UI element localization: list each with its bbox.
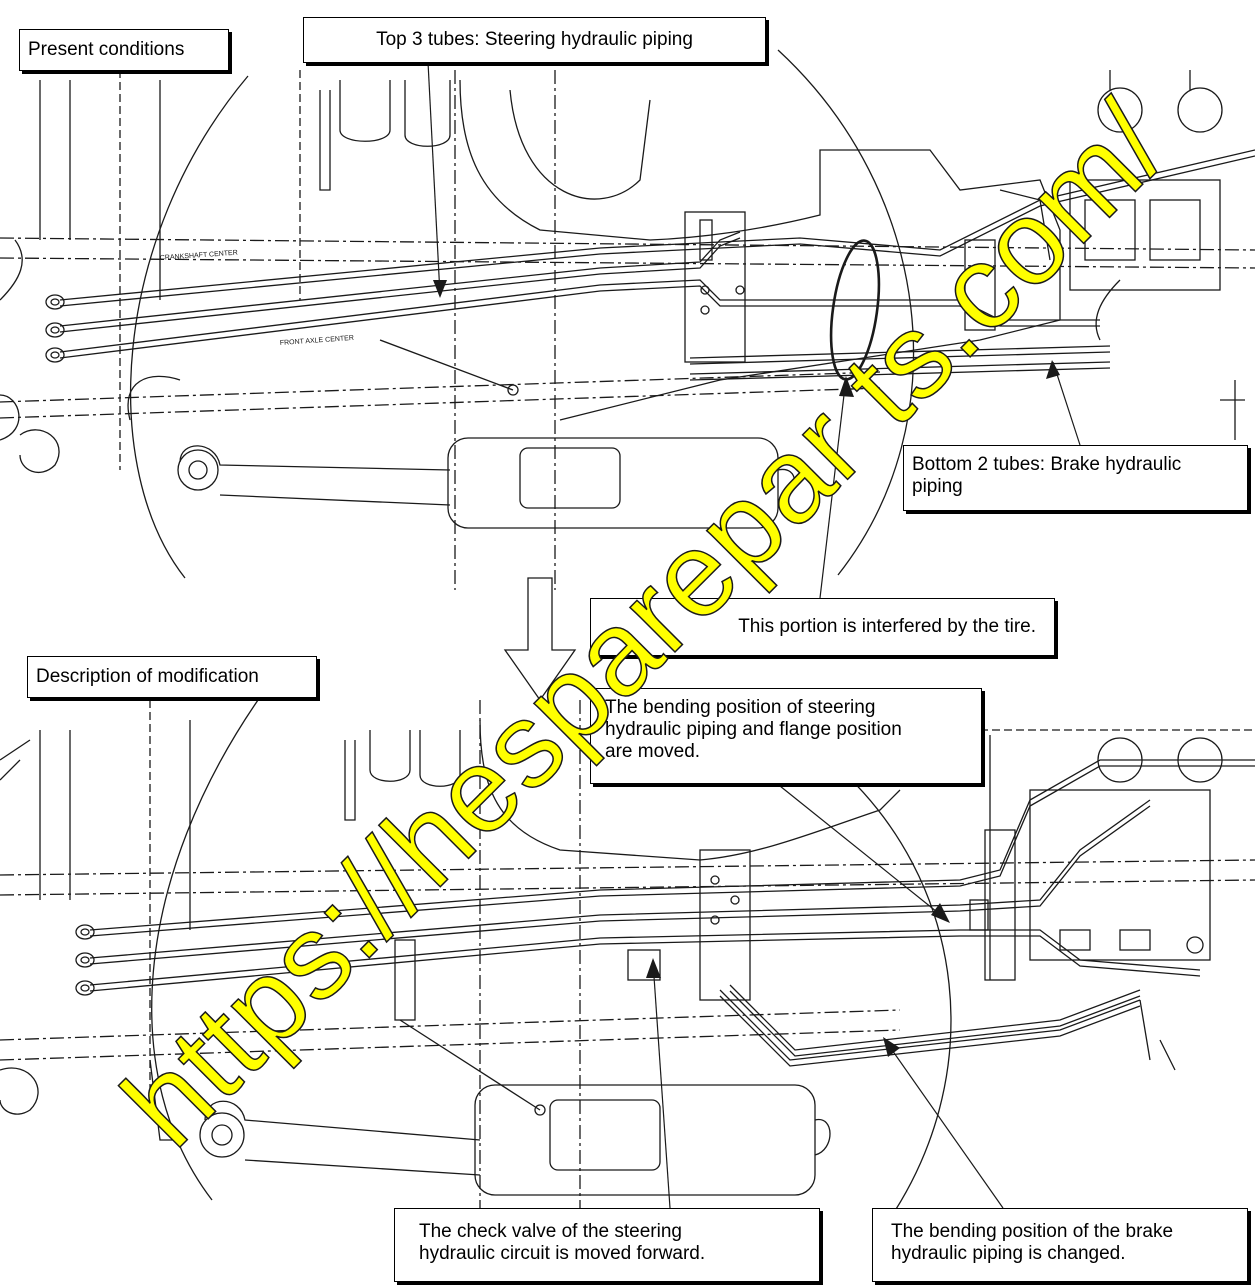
tire-arc-left-mod xyxy=(151,689,266,1201)
modified-drawing xyxy=(0,689,1255,1240)
bending-steering-label: The bending position of steering hydraul… xyxy=(590,688,982,784)
tire-arc-right xyxy=(777,49,915,576)
description-label: Description of modification xyxy=(27,656,317,698)
present-conditions-text: Present conditions xyxy=(28,39,185,60)
brake-bending-label: The bending position of the brake hydrau… xyxy=(872,1208,1248,1282)
bending-steering-text-3: are moved. xyxy=(605,741,701,762)
brake-bending-text-1: The bending position of the brake xyxy=(891,1221,1174,1242)
top-tubes-label: Top 3 tubes: Steering hydraulic piping xyxy=(303,17,766,63)
transition-arrow xyxy=(503,577,577,702)
front-axle-center-label: FRONT AXLE CENTER xyxy=(280,335,354,347)
interference-text: This portion is interfered by the tire. xyxy=(738,616,1036,637)
check-valve-text-1: The check valve of the steering xyxy=(419,1221,682,1242)
bending-steering-text-2: hydraulic piping and flange position xyxy=(605,719,902,740)
check-valve-label: The check valve of the steering hydrauli… xyxy=(394,1208,820,1282)
bottom-tubes-label: Bottom 2 tubes: Brake hydraulic piping xyxy=(903,445,1248,511)
bending-steering-text-1: The bending position of steering xyxy=(605,697,876,718)
leader-lines xyxy=(427,61,1081,1209)
interference-label: This portion is interfered by the tire. xyxy=(590,598,1055,656)
top-tubes-text: Top 3 tubes: Steering hydraulic piping xyxy=(376,29,693,50)
tire-arc-left xyxy=(130,75,249,579)
description-text: Description of modification xyxy=(36,666,259,687)
check-valve-text-2: hydraulic circuit is moved forward. xyxy=(419,1243,706,1264)
bottom-tubes-text-1: Bottom 2 tubes: Brake hydraulic xyxy=(912,454,1182,475)
bottom-tubes-text-2: piping xyxy=(912,476,963,497)
brake-bending-text-2: hydraulic piping is changed. xyxy=(891,1243,1126,1264)
tire-arc-right-mod xyxy=(829,759,952,1231)
present-conditions-label: Present conditions xyxy=(19,29,229,71)
